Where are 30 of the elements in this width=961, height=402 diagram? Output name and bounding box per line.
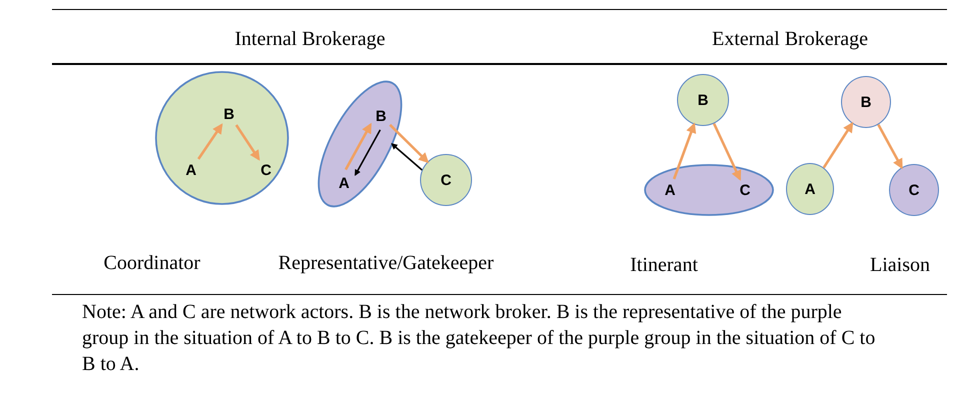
actor-letter: A <box>663 181 677 199</box>
arrow <box>197 123 223 160</box>
note-text: Note: A and C are network actors. B is the network broker. B is the representative of the purple group in the situation of A to B to C. B is the gatekeeper of the purple group in the situation of C to B to A. <box>82 300 876 377</box>
arrow <box>822 122 854 168</box>
arrow <box>354 130 381 176</box>
actor-circle: C <box>420 154 472 206</box>
actor-letter: C <box>738 181 752 199</box>
role-caption: Liaison <box>870 254 930 277</box>
group-circle <box>155 71 289 205</box>
actor-circle: A <box>786 163 834 215</box>
actor-letter: C <box>259 161 273 179</box>
arrow <box>344 122 372 170</box>
arrow <box>391 143 423 171</box>
role-caption: Representative/Gatekeeper <box>278 252 494 275</box>
role-caption: Coordinator <box>104 252 200 275</box>
role-caption: Itinerant <box>630 254 698 277</box>
arrow <box>389 124 429 164</box>
group-ellipse <box>644 164 774 216</box>
actor-letter: B <box>222 105 236 123</box>
arrow <box>877 124 903 170</box>
actor-circle: C <box>889 164 939 216</box>
arrow <box>712 123 742 181</box>
arrow <box>235 124 260 161</box>
actor-letter: A <box>184 161 198 179</box>
actor-letter: B <box>374 107 388 125</box>
actor-circle: B <box>677 74 729 126</box>
actor-circle: B <box>841 76 891 128</box>
section-heading: Internal Brokerage <box>234 28 386 51</box>
section-heading: External Brokerage <box>712 28 868 51</box>
actor-letter: A <box>337 174 351 192</box>
